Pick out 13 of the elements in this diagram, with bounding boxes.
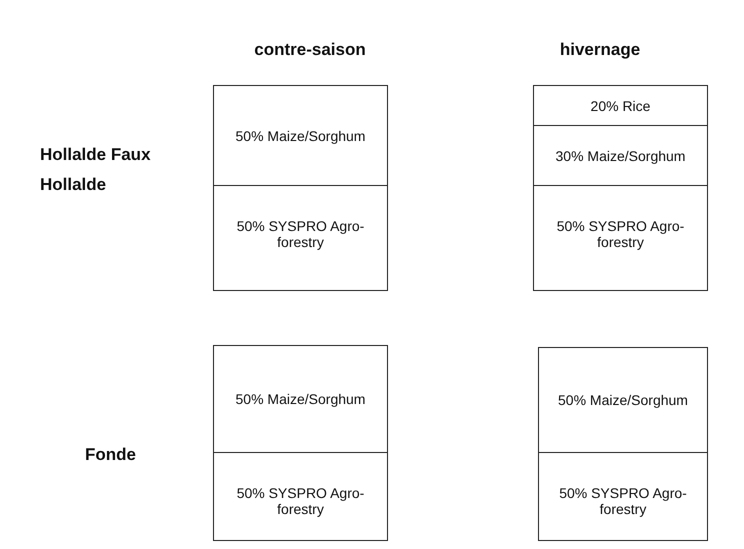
crop-share-box: 50% Maize/Sorghum xyxy=(213,85,388,186)
row-heading: Hollalde Faux Hollalde xyxy=(40,144,152,196)
crop-share-box: 50% SYSPRO Agro-forestry xyxy=(213,185,388,291)
crop-share-box: 30% Maize/Sorghum xyxy=(533,125,708,186)
column-heading: hivernage xyxy=(558,39,642,61)
crop-share-box: 50% SYSPRO Agro-forestry xyxy=(533,185,708,291)
crop-share-box: 50% Maize/Sorghum xyxy=(538,347,708,453)
crop-share-box: 50% Maize/Sorghum xyxy=(213,345,388,453)
crop-share-box: 50% SYSPRO Agro-forestry xyxy=(213,452,388,541)
crop-share-box: 50% SYSPRO Agro-forestry xyxy=(538,452,708,541)
column-heading: contre-saison xyxy=(253,39,367,61)
crop-share-box: 20% Rice xyxy=(533,85,708,126)
row-heading: Fonde xyxy=(85,444,137,466)
